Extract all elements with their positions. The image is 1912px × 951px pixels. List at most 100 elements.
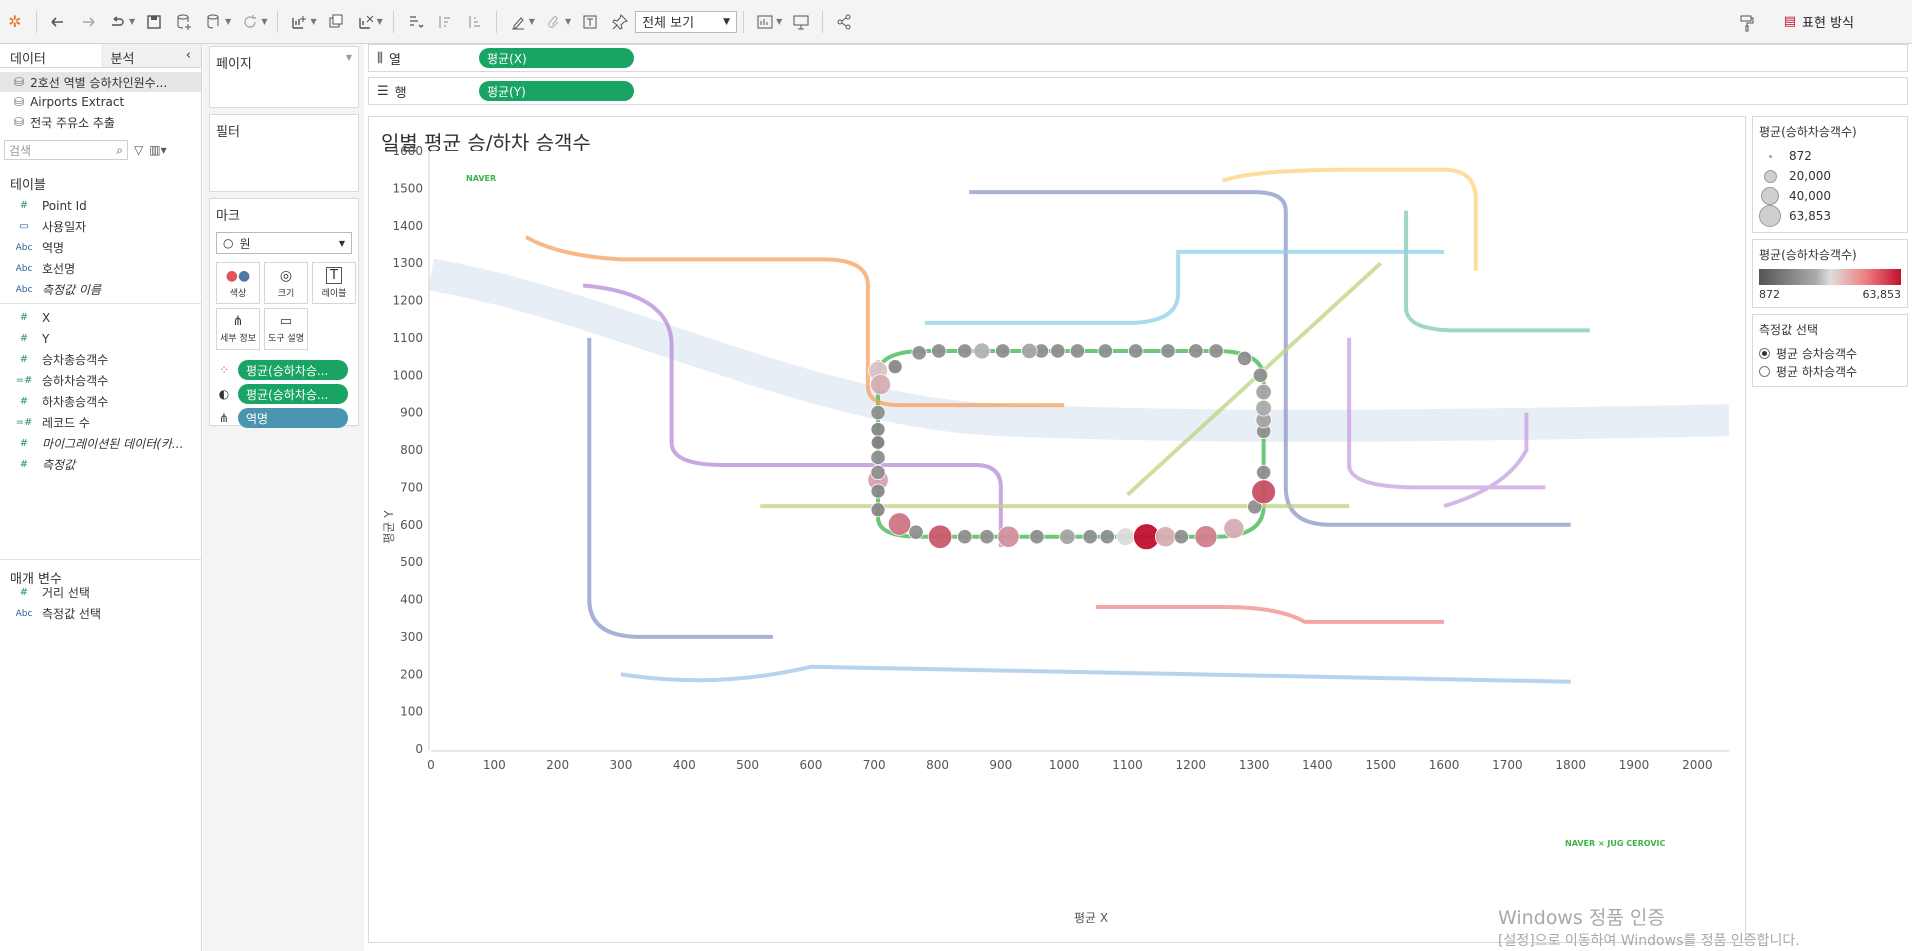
river-shape [428, 258, 1730, 442]
filters-shelf[interactable]: 필터 [209, 114, 359, 192]
format-painter-icon[interactable] [1734, 10, 1760, 36]
columns-pill[interactable]: 평균(X) [479, 48, 634, 68]
field-item[interactable]: #Point Id [0, 195, 201, 216]
size-legend[interactable]: 평균(승하차승객수) 872 20,000 40,000 63,853 [1752, 116, 1908, 233]
show-cards-dropdown-icon[interactable]: ▼ [776, 17, 783, 26]
pages-dropdown-icon[interactable]: ▼ [345, 53, 352, 62]
station-mark [931, 343, 947, 359]
x-tick-label: 800 [926, 758, 949, 772]
detail-button[interactable]: ⋔ 세부 정보 [216, 308, 260, 350]
redo-icon[interactable] [75, 9, 101, 35]
field-label: X [42, 310, 51, 325]
size-pill[interactable]: 평균(승하차승... [238, 384, 348, 404]
group-dropdown-icon[interactable]: ▼ [564, 17, 572, 26]
station-mark [1021, 342, 1038, 360]
field-item[interactable]: #Y [0, 328, 201, 349]
detail-pill[interactable]: 역명 [238, 408, 348, 428]
measure-option-alighting[interactable]: 평균 하차승객수 [1759, 362, 1901, 380]
highlight-dropdown-icon[interactable]: ▼ [528, 17, 535, 26]
rows-pill[interactable]: 평균(Y) [479, 81, 634, 101]
new-sheet-icon[interactable] [286, 9, 312, 35]
radio-selected-icon[interactable] [1759, 347, 1770, 359]
undo-icon[interactable] [45, 9, 71, 35]
filter-icon[interactable]: ▽ [134, 143, 144, 157]
subway-line [587, 337, 773, 639]
swap-axes-icon[interactable] [402, 9, 428, 35]
size-button[interactable]: ◎ 크기 [264, 262, 308, 304]
chevron-down-icon: ▼ [338, 238, 345, 248]
sort-ascending-icon[interactable] [432, 9, 458, 35]
station-mark [1160, 343, 1176, 359]
field-label: 승차총승객수 [42, 353, 109, 367]
pin-icon[interactable] [607, 9, 633, 35]
field-item[interactable]: #거리 선택 [0, 582, 201, 603]
color-pill[interactable]: 평균(승하차승... [238, 360, 348, 380]
measure-option-boarding[interactable]: 평균 승차승객수 [1759, 344, 1901, 362]
new-datasource-icon[interactable] [171, 9, 197, 35]
presentation-icon[interactable] [788, 9, 814, 35]
x-tick-label: 400 [673, 758, 696, 772]
pages-shelf[interactable]: 페이지 ▼ [209, 46, 359, 108]
station-mark [1255, 383, 1272, 401]
datasource-item[interactable]: ⛁전국 주유소 추출 [0, 112, 201, 132]
highlight-icon[interactable] [505, 9, 531, 35]
sort-descending-icon[interactable] [462, 9, 488, 35]
replay-dropdown-icon[interactable]: ▼ [129, 17, 136, 26]
fit-view-select[interactable]: 전체 보기 ▼ [635, 10, 738, 33]
tooltip-button[interactable]: ▭ 도구 설명 [264, 308, 308, 350]
label-button[interactable]: T 레이블 [312, 262, 356, 304]
field-search-input[interactable]: 검색 ⌕ [4, 140, 128, 160]
tableau-logo-icon[interactable]: ✲ [8, 12, 22, 31]
replay-icon[interactable] [105, 9, 131, 35]
new-sheet-dropdown-icon[interactable]: ▼ [310, 17, 317, 26]
field-item[interactable]: #하차총승객수 [0, 391, 201, 412]
mark-type-select[interactable]: ○ 원 ▼ [216, 232, 352, 254]
group-icon[interactable] [541, 9, 567, 35]
subway-line [1221, 167, 1478, 271]
field-item[interactable]: =#승하차승객수 [0, 370, 201, 391]
datasource-item[interactable]: ⛁Airports Extract [0, 92, 201, 112]
label-icon: T [326, 267, 342, 284]
show-me-button[interactable]: ▤ 표현 방식 [1784, 12, 1854, 31]
legends-pane: 평균(승하차승객수) 872 20,000 40,000 63,853 평균(승… [1752, 116, 1908, 393]
color-button[interactable]: ●● 색상 [216, 262, 260, 304]
size-encoding-icon: ◐ [218, 387, 230, 401]
labels-icon[interactable] [577, 9, 603, 35]
field-item[interactable]: #X [0, 307, 201, 328]
field-item[interactable]: =#레코드 수 [0, 412, 201, 433]
clear-dropdown-icon[interactable]: ▼ [376, 17, 383, 26]
refresh-dropdown-icon[interactable]: ▼ [261, 17, 268, 26]
field-item[interactable]: #마이그레이션된 데이터(카... [0, 433, 201, 454]
refresh-icon[interactable] [237, 9, 263, 35]
field-label: 역명 [42, 241, 65, 255]
datasource-item[interactable]: ⛁2호선 역별 승하차인원수... [0, 72, 201, 92]
tab-analysis[interactable]: 분석 ‹ [100, 44, 201, 67]
pause-datasource-icon[interactable] [201, 9, 227, 35]
collapse-pane-icon[interactable]: ‹ [185, 48, 191, 63]
clear-sheet-icon[interactable] [353, 9, 379, 35]
size-legend-item: 20,000 [1759, 166, 1901, 186]
view-options-icon[interactable]: ▥▾ [149, 143, 167, 157]
field-item[interactable]: ▭사용일자 [0, 216, 201, 237]
color-legend[interactable]: 평균(승하차승객수) 872 63,853 [1752, 239, 1908, 308]
share-icon[interactable] [831, 9, 857, 35]
radio-unselected-icon[interactable] [1759, 365, 1770, 377]
size-legend-label: 63,853 [1789, 209, 1831, 223]
string-type-icon: Abc [15, 284, 33, 295]
field-item[interactable]: #측정값 [0, 454, 201, 475]
show-cards-icon[interactable] [752, 9, 778, 35]
rows-shelf[interactable]: ☰ 행 평균(Y) [368, 77, 1908, 105]
field-item[interactable]: #승차총승객수 [0, 349, 201, 370]
columns-shelf[interactable]: ⫼ 열 평균(X) [368, 44, 1908, 72]
tab-data[interactable]: 데이터 [0, 44, 101, 67]
duplicate-sheet-icon[interactable] [323, 9, 349, 35]
datasource-dropdown-icon[interactable]: ▼ [225, 17, 232, 26]
save-icon[interactable] [141, 9, 167, 35]
